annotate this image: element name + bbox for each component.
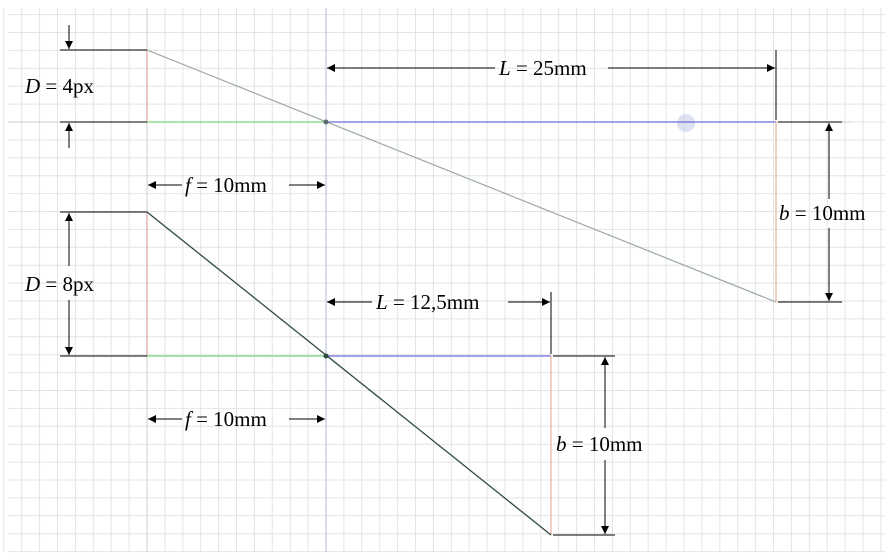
diagram-small-aperture: D = 4px f = 10mm L = 25mm b = 10mm xyxy=(24,25,866,303)
guide-lines xyxy=(8,8,853,552)
focal-point xyxy=(323,119,329,125)
diagram-large-aperture: D = 8px f = 10mm L = 12,5mm b = 10mm xyxy=(24,211,643,536)
distance-label: L = 12,5mm xyxy=(375,290,479,314)
aperture-label: D = 8px xyxy=(24,272,95,296)
highlight-dot xyxy=(677,114,695,132)
light-ray xyxy=(146,49,777,303)
focal-label: f = 10mm xyxy=(185,173,267,197)
blur-label: b = 10mm xyxy=(779,201,866,225)
background-grid xyxy=(3,8,885,553)
distance-label: L = 25mm xyxy=(498,56,587,80)
aperture-label: D = 4px xyxy=(24,74,95,98)
light-ray xyxy=(146,211,552,536)
focal-point xyxy=(323,353,329,359)
focal-label: f = 10mm xyxy=(185,407,267,431)
blur-label: b = 10mm xyxy=(556,432,643,456)
